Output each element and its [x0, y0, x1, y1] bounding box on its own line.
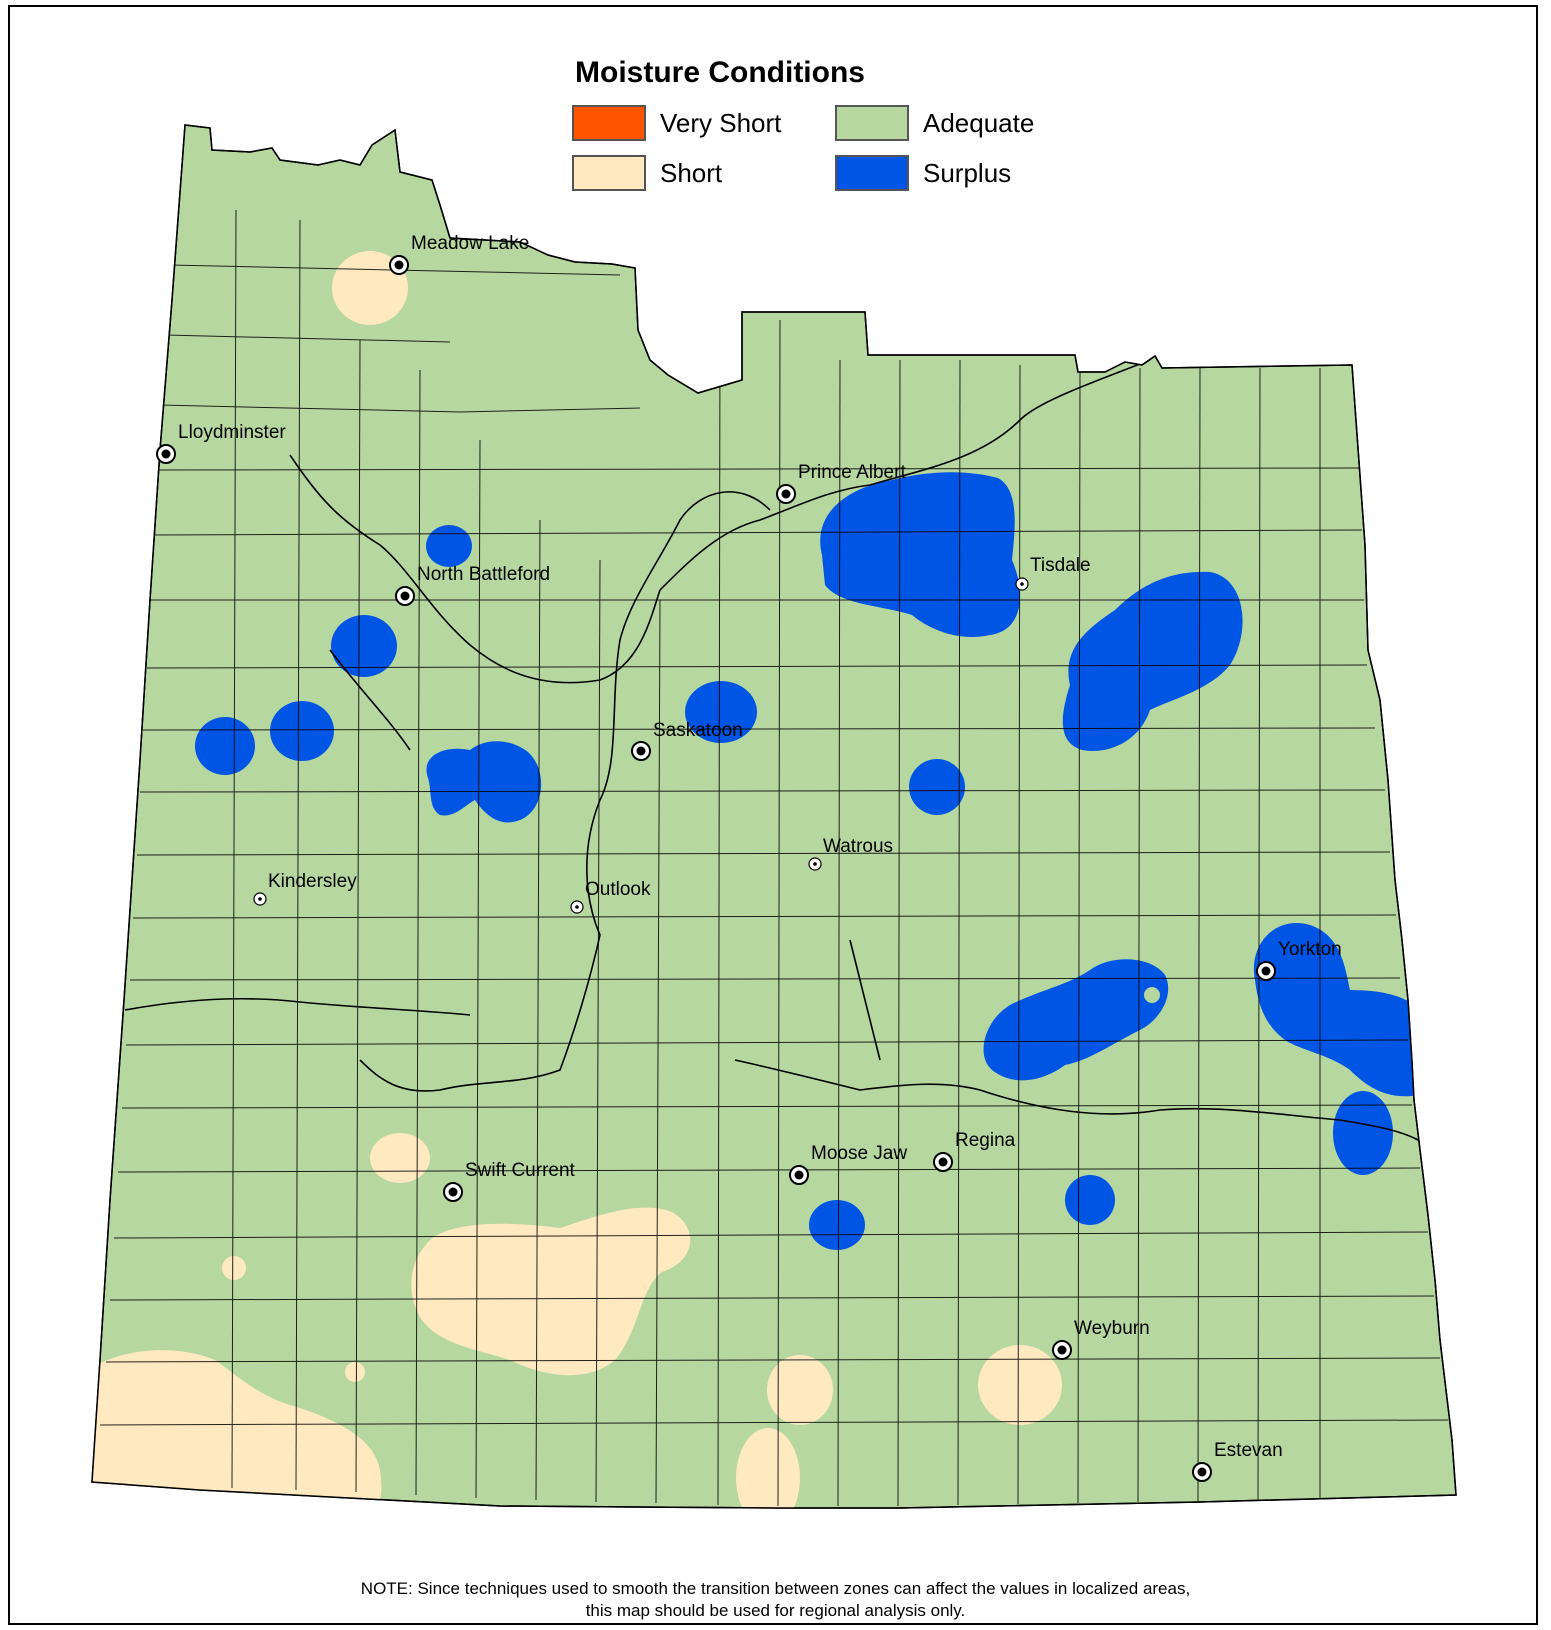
city-saskatoon: Saskatoon: [631, 720, 743, 761]
surplus-zone-north-battleford-north: [426, 525, 472, 567]
city-tisdale: Tisdale: [1015, 555, 1091, 591]
legend-swatch-adequate: [835, 105, 909, 141]
surplus-zone-north-battleford-south: [331, 615, 397, 677]
city-marker-dot: [636, 746, 646, 756]
city-watrous: Watrous: [808, 836, 893, 871]
short-zone-weyburn: [978, 1345, 1062, 1425]
city-marker-dot: [781, 489, 791, 499]
city-lloydminster: Lloydminster: [156, 422, 286, 464]
city-label: Prince Albert: [798, 462, 906, 483]
city-label: North Battleford: [417, 564, 550, 585]
city-label: Kindersley: [268, 871, 357, 892]
short-zone-south-lower: [736, 1428, 800, 1508]
legend-item-very-short: Very Short: [572, 104, 781, 142]
note-line-2: this map should be used for regional ana…: [585, 1601, 966, 1620]
city-moose-jaw: Moose Jaw: [789, 1143, 907, 1185]
short-zone-southwest: [92, 1350, 382, 1508]
short-zone-south-central: [411, 1207, 691, 1376]
city-marker-dot: [1261, 966, 1271, 976]
city-marker-dot: [258, 897, 262, 901]
city-label: Outlook: [585, 879, 651, 900]
city-marker-dot: [400, 591, 410, 601]
surplus-zones: [195, 472, 1420, 1250]
short-zone-small-west: [222, 1256, 246, 1280]
legend-label: Very Short: [660, 107, 782, 138]
legend-swatch-very-short: [572, 105, 646, 141]
city-marker-dot: [813, 862, 817, 866]
surplus-zone-moose-jaw: [809, 1200, 865, 1250]
surplus-zone-east-small: [1333, 1091, 1393, 1175]
river-boundaries: [124, 359, 1419, 1141]
city-marker-dot: [1197, 1467, 1207, 1477]
surplus-zone-east: [1062, 571, 1243, 751]
city-label: Lloydminster: [178, 422, 286, 443]
municipal-boundaries: [99, 209, 1449, 1507]
map-note: NOTE: Since techniques used to smooth th…: [0, 1578, 1551, 1622]
city-label: Weyburn: [1074, 1318, 1150, 1339]
surplus-zone-central: [909, 759, 965, 815]
legend-swatch-short: [572, 155, 646, 191]
legend-label: Surplus: [923, 157, 1012, 188]
city-label: Yorkton: [1278, 939, 1342, 960]
surplus-zone-regina-southeast: [1065, 1175, 1115, 1225]
city-yorkton: Yorkton: [1256, 939, 1342, 981]
surplus-gap-southeast: [1144, 987, 1160, 1003]
city-marker-dot: [394, 260, 404, 270]
city-marker-dot: [575, 905, 579, 909]
legend-title: Moisture Conditions: [575, 56, 865, 89]
legend-label: Short: [660, 157, 723, 188]
legend: Moisture Conditions Very Short Adequate …: [565, 50, 1085, 200]
surplus-zone-yorkton: [1253, 923, 1420, 1097]
city-meadow-lake: Meadow Lake: [389, 233, 529, 275]
short-zone-swift-current-north: [370, 1133, 430, 1183]
city-label: Regina: [955, 1130, 1016, 1151]
city-outlook: Outlook: [570, 879, 651, 914]
city-markers: Meadow Lake Lloydminster Prince Albert N…: [156, 233, 1342, 1482]
city-label: Watrous: [823, 836, 893, 857]
surplus-zone-west-2: [270, 701, 334, 761]
surplus-zone-southeast: [983, 959, 1169, 1081]
city-kindersley: Kindersley: [253, 871, 357, 906]
city-marker-dot: [161, 449, 171, 459]
city-marker-dot: [938, 1157, 948, 1167]
legend-swatch-surplus: [835, 155, 909, 191]
note-line-1: NOTE: Since techniques used to smooth th…: [360, 1579, 1191, 1598]
surplus-zone-west-1: [195, 717, 255, 775]
legend-item-surplus: Surplus: [835, 154, 1011, 192]
city-regina: Regina: [933, 1130, 1016, 1172]
legend-label: Adequate: [923, 107, 1035, 138]
city-marker-dot: [1020, 582, 1024, 586]
city-weyburn: Weyburn: [1052, 1318, 1150, 1360]
city-label: Saskatoon: [653, 720, 743, 741]
city-label: Swift Current: [465, 1160, 576, 1181]
city-marker-dot: [1057, 1345, 1067, 1355]
short-zone-south-middle: [767, 1355, 833, 1425]
city-label: Estevan: [1214, 1440, 1283, 1461]
surplus-zone-tisdale: [820, 472, 1020, 638]
legend-item-short: Short: [572, 154, 722, 192]
surplus-zone-saskatoon: [685, 681, 757, 743]
city-prince-albert: Prince Albert: [776, 462, 906, 504]
agricultural-region-border: [91, 124, 1457, 1509]
legend-item-adequate: Adequate: [835, 104, 1034, 142]
city-swift-current: Swift Current: [443, 1160, 576, 1202]
city-north-battleford: North Battleford: [395, 564, 550, 606]
city-label: Tisdale: [1030, 555, 1091, 576]
city-marker-dot: [448, 1187, 458, 1197]
city-label: Moose Jaw: [811, 1143, 907, 1164]
short-zone-small-sw: [345, 1362, 365, 1382]
city-estevan: Estevan: [1192, 1440, 1283, 1482]
city-label: Meadow Lake: [411, 233, 529, 254]
city-marker-dot: [794, 1170, 804, 1180]
surplus-zone-west-central: [426, 741, 542, 823]
short-zones: [92, 251, 1062, 1508]
